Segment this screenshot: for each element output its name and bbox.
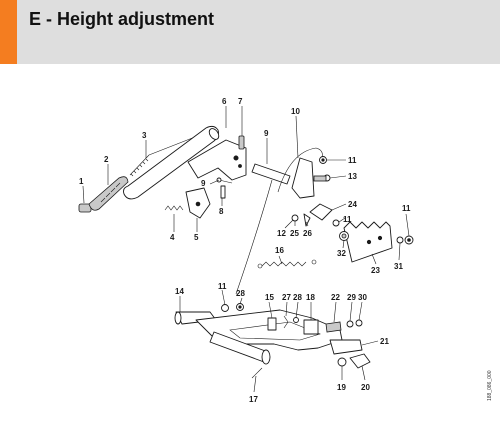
callout-12: 12 <box>277 229 286 238</box>
callout-22: 22 <box>331 293 340 302</box>
part-17-screw <box>251 367 263 379</box>
callout-19: 19 <box>337 383 346 392</box>
callout-17: 17 <box>249 395 258 404</box>
part-4-spring <box>164 205 184 211</box>
callout-23: 23 <box>371 266 380 275</box>
callout-9a: 9 <box>201 179 206 188</box>
callout-28b: 28 <box>236 289 245 298</box>
callout-14: 14 <box>175 287 184 296</box>
part-31-washer <box>396 236 404 244</box>
callout-21: 21 <box>380 337 389 346</box>
part-11-nut-d <box>221 304 229 312</box>
part-9-rod <box>235 179 273 295</box>
callout-11b: 11 <box>343 215 352 224</box>
callout-26: 26 <box>303 229 312 238</box>
callout-16: 16 <box>275 246 284 255</box>
part-15-screw <box>267 317 277 331</box>
page-header: E - Height adjustment <box>0 0 500 64</box>
part-28-washer-b <box>293 317 299 323</box>
parts-diagram: 1 2 3 4 5 6 7 8 9 9 10 11 11 11 11 12 13… <box>78 97 493 404</box>
callout-11a: 11 <box>348 156 357 165</box>
part-16-tension-spring <box>261 261 307 267</box>
callout-31: 31 <box>394 262 403 271</box>
callout-25: 25 <box>290 229 299 238</box>
part-19-knob <box>337 357 347 367</box>
callout-18: 18 <box>306 293 315 302</box>
part-27-clip <box>283 315 289 329</box>
callout-3: 3 <box>142 131 147 140</box>
part-11-nut-b <box>332 219 340 227</box>
page-title: E - Height adjustment <box>29 9 215 29</box>
callout-11d: 11 <box>218 282 227 291</box>
part-8-stud <box>220 185 226 199</box>
header-accent-bar <box>0 0 17 64</box>
callout-10: 10 <box>291 107 300 116</box>
callout-20: 20 <box>361 383 370 392</box>
reference-code: 188_086_000 <box>487 370 493 401</box>
callout-28a: 28 <box>293 293 302 302</box>
callout-13: 13 <box>348 172 357 181</box>
part-7-pin <box>238 135 245 150</box>
part-2-grip <box>88 176 129 211</box>
part-10-quadrant <box>277 147 323 193</box>
part-20-wing-handle <box>349 353 371 369</box>
part-6-handle-tube <box>123 125 219 200</box>
callout-7: 7 <box>238 97 243 106</box>
part-29-nut <box>346 320 354 328</box>
callout-27: 27 <box>282 293 291 302</box>
callout-32: 32 <box>337 249 346 258</box>
callout-4: 4 <box>170 233 175 242</box>
part-24-bracket <box>309 203 333 221</box>
callout-1: 1 <box>79 177 84 186</box>
part-18-bracket <box>303 319 319 335</box>
part-30-washer <box>355 319 363 327</box>
callout-9b: 9 <box>264 129 269 138</box>
part-21-arm <box>329 339 363 355</box>
callout-6: 6 <box>222 97 227 106</box>
callout-5: 5 <box>194 233 199 242</box>
part-3-spring-rod <box>129 154 150 176</box>
part-9-shaft <box>251 163 291 185</box>
callout-11c: 11 <box>402 204 411 213</box>
part-26-clip <box>303 213 311 227</box>
part-22-bushing <box>325 321 342 333</box>
callout-2: 2 <box>104 155 109 164</box>
callout-15: 15 <box>265 293 274 302</box>
callout-8: 8 <box>219 207 224 216</box>
callout-29: 29 <box>347 293 356 302</box>
callout-30: 30 <box>358 293 367 302</box>
callout-24: 24 <box>348 200 357 209</box>
